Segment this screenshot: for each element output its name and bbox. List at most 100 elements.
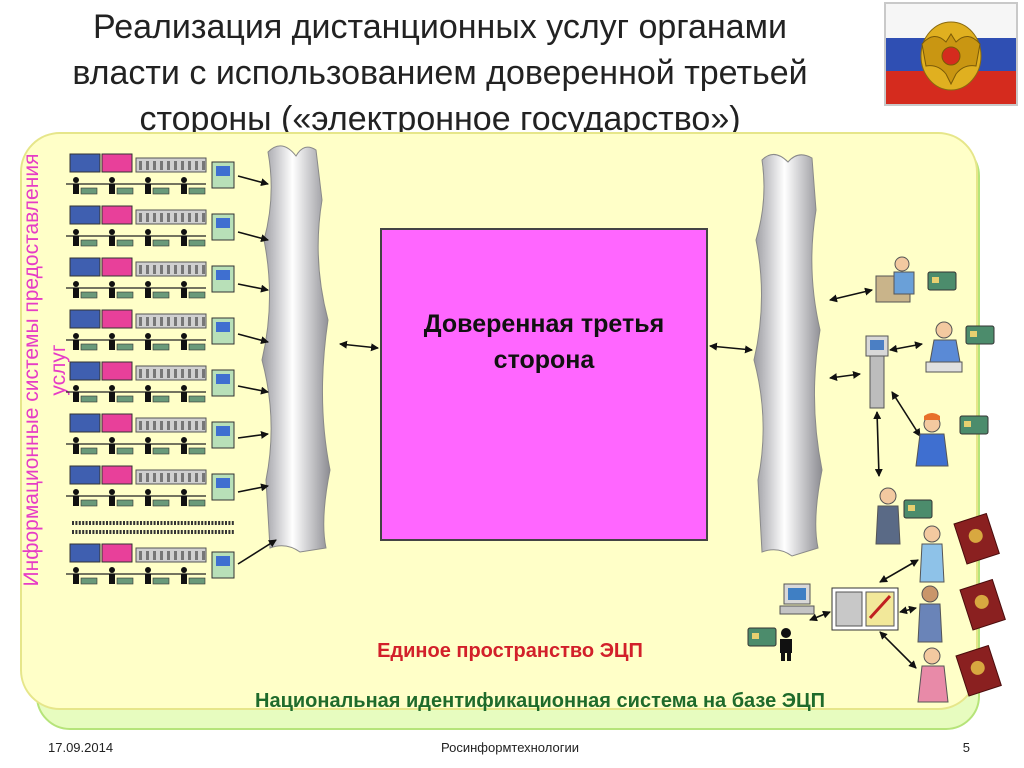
- smart-card-icon: [80, 343, 98, 351]
- person-icon: [109, 281, 115, 298]
- service-system-row: [66, 465, 235, 507]
- person-icon: [145, 333, 151, 350]
- smart-card-icon: [188, 291, 206, 299]
- person-icon: [109, 385, 115, 402]
- person-icon: [917, 585, 943, 643]
- smart-card-icon: [152, 577, 170, 585]
- document-icon: [101, 309, 133, 329]
- smart-card-icon: [152, 239, 170, 247]
- smart-card-icon: [152, 499, 170, 507]
- smart-card-icon: [188, 499, 206, 507]
- government-building-icon: [135, 313, 207, 329]
- smart-card-icon: [80, 499, 98, 507]
- left-network-cloud: [261, 145, 331, 553]
- smart-card-icon: [116, 291, 134, 299]
- person-icon: [145, 385, 151, 402]
- person-icon: [181, 567, 187, 584]
- computer-icon: [69, 465, 101, 485]
- person-icon: [875, 487, 901, 545]
- person-icon: [73, 567, 79, 584]
- smart-card-icon: [188, 239, 206, 247]
- smart-card-icon: [188, 447, 206, 455]
- smart-card-icon: [188, 395, 206, 403]
- smart-card-icon: [116, 499, 134, 507]
- person-icon: [181, 385, 187, 402]
- smart-card-icon: [80, 239, 98, 247]
- person-icon: [73, 489, 79, 506]
- person-icon: [181, 177, 187, 194]
- person-icon: [145, 567, 151, 584]
- person-icon: [73, 281, 79, 298]
- document-icon: [101, 257, 133, 277]
- operator-icon: [875, 256, 915, 303]
- smart-card-icon: [80, 187, 98, 195]
- smart-card-icon: [927, 271, 957, 291]
- smart-card-icon: [152, 395, 170, 403]
- service-system-row: [66, 257, 235, 299]
- person-icon: [915, 413, 949, 467]
- service-system-rows: [66, 153, 235, 585]
- smart-card-icon: [80, 291, 98, 299]
- document-icon: [101, 465, 133, 485]
- person-icon: [780, 628, 792, 661]
- smart-card-icon: [152, 187, 170, 195]
- computer-icon: [69, 413, 101, 433]
- server-icon: [831, 587, 899, 631]
- person-icon: [145, 177, 151, 194]
- government-building-icon: [135, 209, 207, 225]
- smart-card-icon: [80, 447, 98, 455]
- smart-card-icon: [116, 187, 134, 195]
- person-icon: [109, 333, 115, 350]
- service-system-row: [66, 153, 235, 195]
- smart-card-icon: [80, 395, 98, 403]
- smart-card-icon: [965, 325, 995, 345]
- smart-card-icon: [152, 447, 170, 455]
- server-icon: [211, 369, 235, 397]
- server-icon: [211, 161, 235, 189]
- person-icon: [181, 281, 187, 298]
- person-icon: [73, 229, 79, 246]
- government-building-icon: [135, 261, 207, 277]
- passport-icon: [953, 512, 1000, 565]
- page-number: 5: [962, 740, 970, 755]
- document-icon: [101, 205, 133, 225]
- person-icon: [181, 333, 187, 350]
- server-icon: [211, 265, 235, 293]
- computer-icon: [69, 543, 101, 563]
- person-icon: [925, 321, 963, 373]
- service-system-arrows: [237, 175, 923, 669]
- russian-flag-icon: [884, 2, 1018, 106]
- person-icon: [73, 437, 79, 454]
- person-icon: [109, 437, 115, 454]
- footer-date: 17.09.2014: [48, 740, 114, 755]
- computer-icon: [69, 153, 101, 173]
- server-icon: [211, 421, 235, 449]
- passport-icon: [959, 578, 1006, 631]
- server-icon: [211, 317, 235, 345]
- smart-card-icon: [116, 239, 134, 247]
- smart-card-icon: [116, 395, 134, 403]
- government-building-icon: [135, 469, 207, 485]
- server-icon: [211, 213, 235, 241]
- document-icon: [101, 413, 133, 433]
- person-icon: [109, 229, 115, 246]
- person-icon: [181, 229, 187, 246]
- smart-card-icon: [116, 343, 134, 351]
- document-icon: [101, 361, 133, 381]
- right-network-cloud: [753, 154, 823, 557]
- government-building-icon: [135, 365, 207, 381]
- service-system-row: [66, 309, 235, 351]
- service-system-row: [66, 361, 235, 403]
- national-identification-label: Национальная идентификационная система н…: [255, 690, 825, 712]
- government-building-icon: [135, 417, 207, 433]
- person-icon: [145, 489, 151, 506]
- computer-icon: [69, 257, 101, 277]
- smart-card-icon: [116, 577, 134, 585]
- smart-card-icon: [959, 415, 989, 435]
- government-building-icon: [135, 157, 207, 173]
- server-icon: [211, 473, 235, 501]
- person-icon: [181, 437, 187, 454]
- smart-card-icon: [747, 627, 777, 647]
- trusted-third-party-box: [380, 228, 708, 541]
